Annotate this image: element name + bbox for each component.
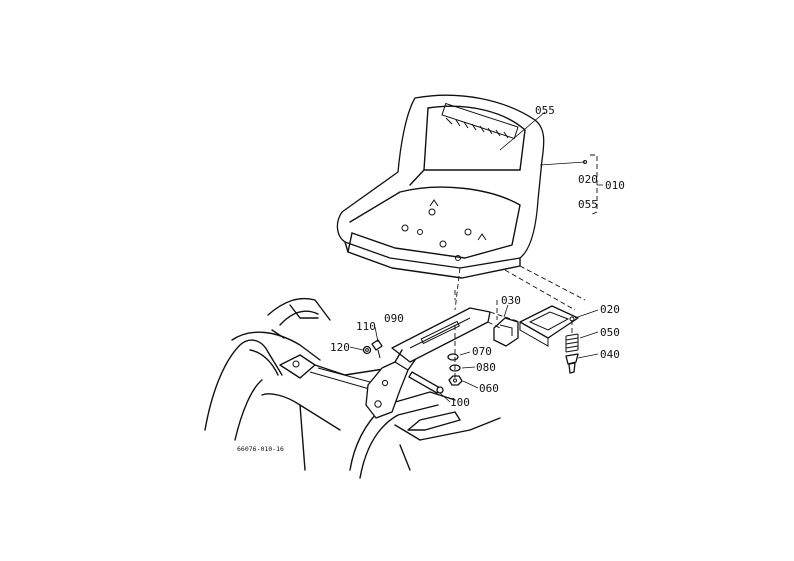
bracket-030 — [493, 300, 519, 347]
seat — [336, 94, 587, 311]
part-group-bracket — [589, 154, 603, 216]
label-020-plate: 020 — [600, 303, 620, 316]
nut-060 — [448, 375, 463, 386]
label-030: 030 — [501, 294, 521, 307]
label-050: 050 — [600, 326, 620, 339]
label-080: 080 — [476, 361, 496, 374]
label-110: 110 — [356, 320, 376, 333]
label-010-group: 010 — [605, 179, 625, 192]
label-055-group: 055 — [578, 198, 598, 211]
washer-070 — [447, 353, 459, 361]
label-100: 100 — [450, 396, 470, 409]
label-120: 120 — [330, 341, 350, 354]
bolt-110 — [371, 339, 383, 359]
label-055-seat: 055 — [535, 104, 555, 117]
label-060: 060 — [479, 382, 499, 395]
bolt-040 — [565, 320, 599, 374]
label-070: 070 — [472, 345, 492, 358]
spring-050 — [565, 331, 599, 353]
label-020-group: 020 — [578, 173, 598, 186]
label-040: 040 — [600, 348, 620, 361]
label-090: 090 — [384, 312, 404, 325]
drawing-code: 66076-010-16 — [237, 445, 284, 453]
plate-020 — [519, 305, 599, 347]
nut-120 — [362, 345, 372, 355]
leader-055 — [499, 111, 546, 151]
pin-100 — [408, 371, 444, 394]
tractor-fender — [204, 297, 501, 479]
seat-frame-090 — [365, 307, 491, 419]
